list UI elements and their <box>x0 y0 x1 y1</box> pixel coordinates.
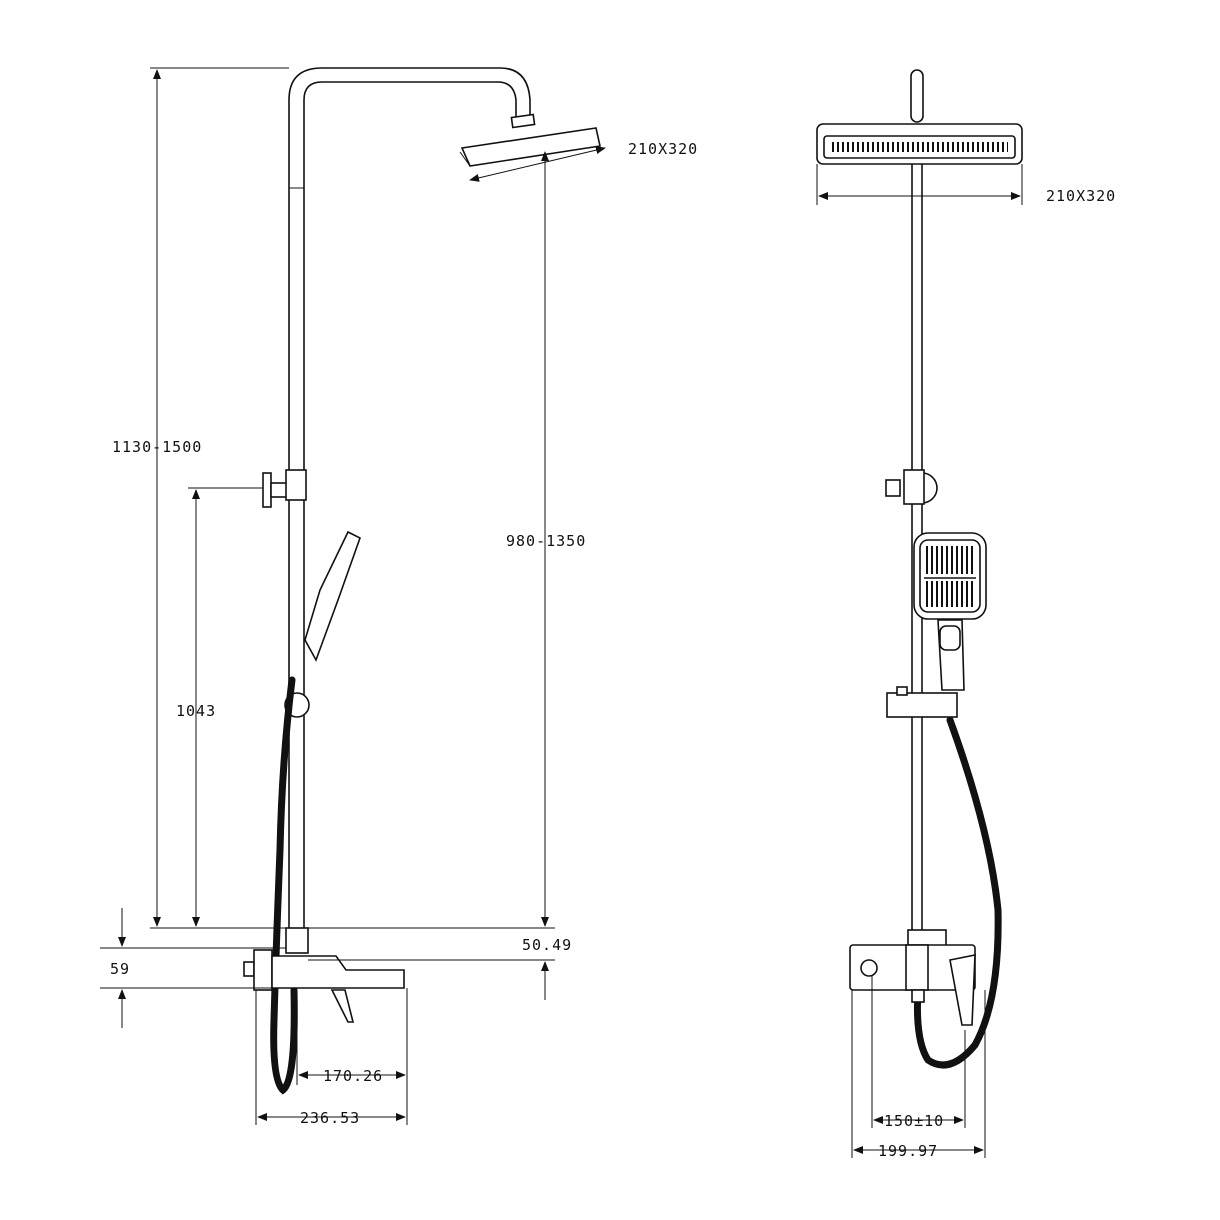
spout-reach-outer-label: 236.53 <box>300 1109 360 1127</box>
inlet-spacing-label: 150±10 <box>884 1112 944 1130</box>
diverter-height-label: 1043 <box>176 702 216 720</box>
shower-pole <box>288 67 531 930</box>
top-connector <box>910 69 924 123</box>
side-view: 210X320 1130-1500 980-1350 1043 50.49 59… <box>100 67 698 1127</box>
dimension-lines-front <box>816 164 1023 1158</box>
hose <box>270 676 298 1095</box>
shower-head-front <box>816 123 1023 165</box>
mixer <box>243 927 405 1023</box>
slide-holder <box>886 686 958 718</box>
dimension-lines <box>100 67 606 1125</box>
spout-offset-label: 50.49 <box>522 936 572 954</box>
hand-shower <box>284 530 361 718</box>
mixer-front <box>849 929 976 1026</box>
spout-reach-inner-label: 170.26 <box>323 1067 383 1085</box>
side-head-size-label: 210X320 <box>628 140 698 158</box>
front-view: 210X320 150±10 199.97 <box>816 69 1116 1160</box>
head-height-label: 980-1350 <box>506 532 586 550</box>
hose-front <box>913 716 1002 1069</box>
mixer-width-label: 199.97 <box>878 1142 938 1160</box>
shower-head <box>459 113 601 167</box>
front-head-size-label: 210X320 <box>1046 187 1116 205</box>
diverter-knob <box>262 469 307 508</box>
hand-shower-front <box>913 532 987 691</box>
diverter-front <box>885 469 938 505</box>
total-height-label: 1130-1500 <box>112 438 202 456</box>
mixer-height-label: 59 <box>110 960 130 978</box>
